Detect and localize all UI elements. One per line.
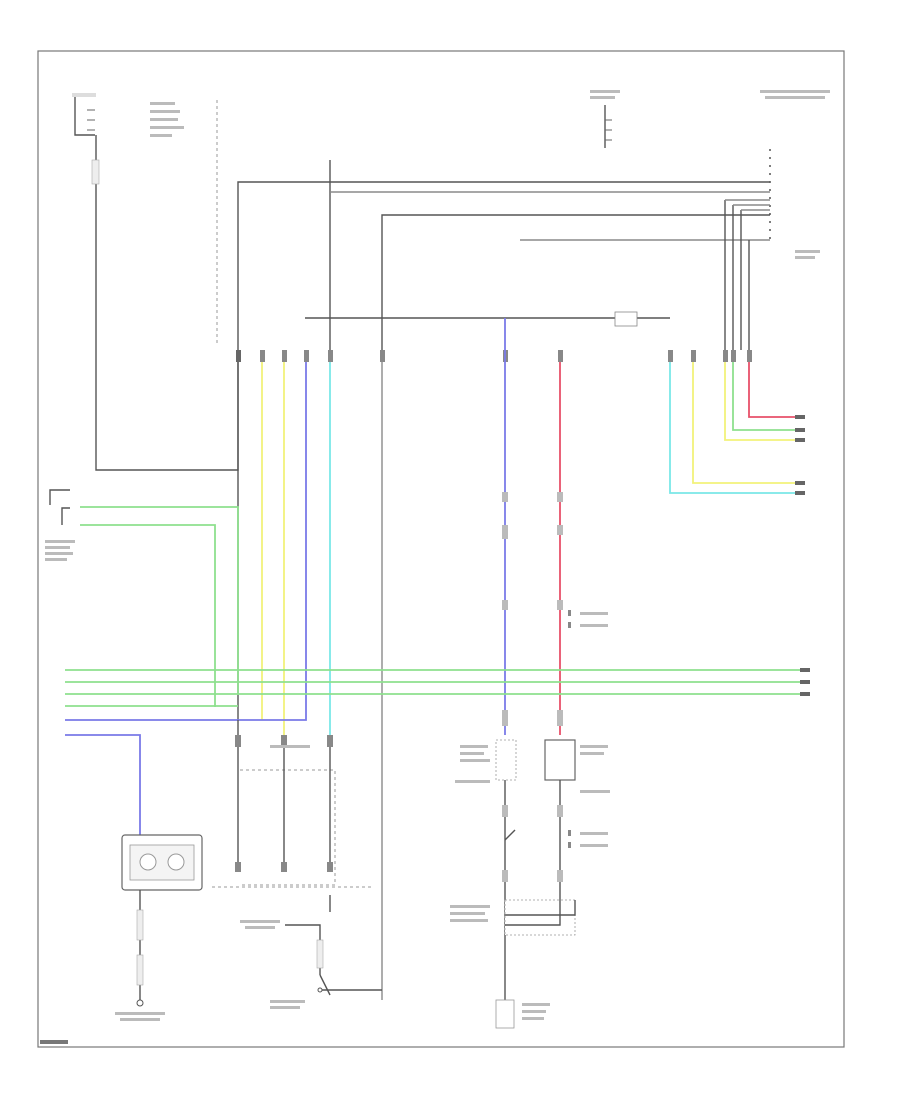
wire-red-right <box>748 362 800 418</box>
lower-splice-markers <box>502 805 563 882</box>
ground-symbols-right <box>568 610 608 848</box>
wire-green-left-1 <box>80 506 239 695</box>
green-bus <box>65 668 810 707</box>
left-actuator <box>455 739 517 783</box>
right-actuator <box>544 739 610 793</box>
diode-mark <box>504 829 516 841</box>
connector-top-right <box>760 90 830 259</box>
bus-wire-4 <box>381 214 770 350</box>
connector-row-top <box>236 350 752 362</box>
wire-blue-1 <box>65 362 307 721</box>
center-meter-unit <box>212 720 372 888</box>
footer-mark <box>40 1040 68 1044</box>
bus-wire-1 <box>237 181 770 350</box>
bottom-ground-unit <box>495 999 550 1029</box>
left-lamp-unit <box>115 834 203 1021</box>
wire-yellow-right-2 <box>724 362 800 441</box>
fuse-top-middle <box>590 90 620 148</box>
relay-switch <box>614 311 638 327</box>
right-connector-markers <box>795 415 805 495</box>
right-bundle <box>724 199 770 350</box>
bottom-module <box>450 890 576 936</box>
wire-cyan-right <box>669 362 800 494</box>
fuse-block-top-left <box>72 93 239 471</box>
wire-green-right <box>732 362 800 431</box>
left-sensor-connector <box>45 489 75 561</box>
diagram-frame <box>37 50 845 1048</box>
wire-blue-left <box>65 734 141 835</box>
wire-green-left-2 <box>80 524 216 707</box>
splice-markers <box>502 492 563 726</box>
bottom-switch <box>240 895 382 1009</box>
wire-yellow-right <box>692 362 800 484</box>
